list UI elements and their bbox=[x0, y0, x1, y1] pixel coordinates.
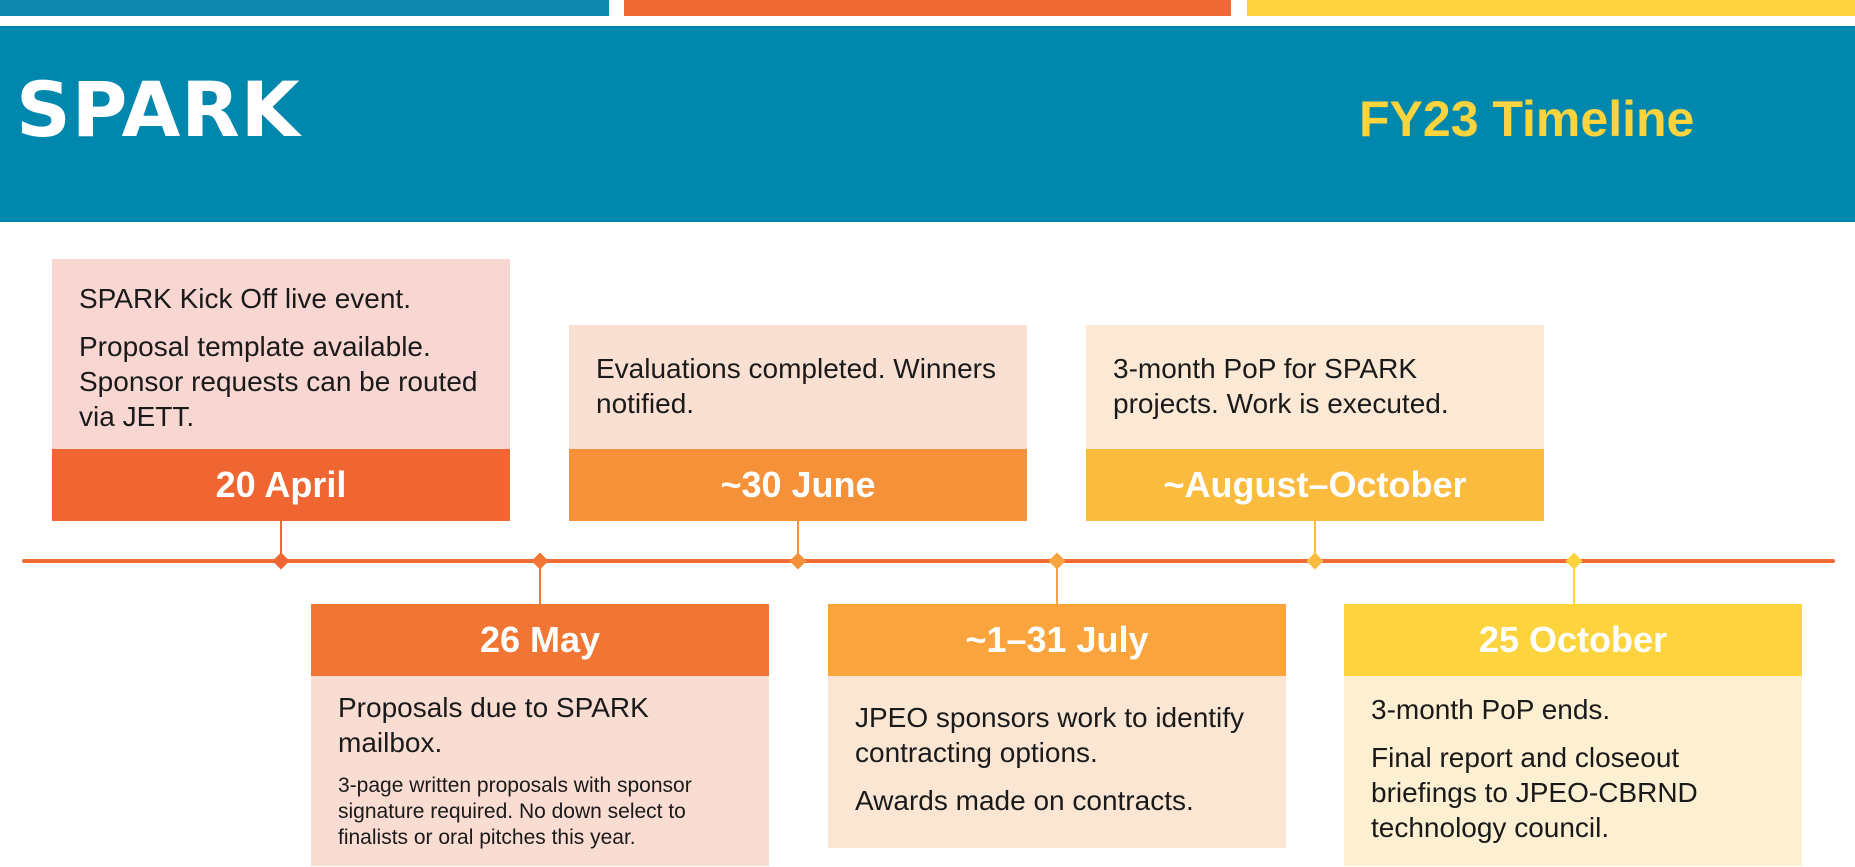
milestone-5-date: 25 October bbox=[1344, 604, 1802, 676]
spark-logo: SPARK bbox=[16, 65, 301, 154]
milestone-3-line-1: Awards made on contracts. bbox=[855, 785, 1194, 816]
milestone-1-line-0: Proposals due to SPARK mailbox. bbox=[338, 692, 649, 758]
connector-4 bbox=[1314, 521, 1316, 561]
page-title: FY23 Timeline bbox=[1359, 91, 1695, 147]
timeline-marker-3 bbox=[1048, 552, 1066, 570]
milestone-3-date: ~1–31 July bbox=[828, 604, 1286, 676]
timeline-axis bbox=[22, 559, 1835, 563]
milestone-card-2: Evaluations completed. Winners notified.… bbox=[569, 325, 1027, 521]
milestone-card-1: 26 May Proposals due to SPARK mailbox. 3… bbox=[311, 604, 769, 866]
milestone-2-date: ~30 June bbox=[569, 449, 1027, 521]
milestone-4-line-0: 3-month PoP for SPARK projects. Work is … bbox=[1113, 353, 1449, 419]
connector-3 bbox=[1056, 561, 1058, 604]
connector-5 bbox=[1573, 561, 1575, 604]
milestone-card-3: ~1–31 July JPEO sponsors work to identif… bbox=[828, 604, 1286, 848]
top-stripe-orange bbox=[624, 0, 1231, 16]
milestone-card-4: 3-month PoP for SPARK projects. Work is … bbox=[1086, 325, 1544, 521]
timeline-marker-2 bbox=[789, 552, 807, 570]
connector-1 bbox=[539, 561, 541, 604]
milestone-3-line-0: JPEO sponsors work to identify contracti… bbox=[855, 702, 1245, 768]
top-stripe-yellow bbox=[1247, 0, 1855, 16]
milestone-card-0: SPARK Kick Off live event. Proposal temp… bbox=[52, 259, 510, 521]
timeline-marker-1 bbox=[531, 552, 549, 570]
header-banner: SPARK FY23 Timeline bbox=[0, 26, 1855, 222]
connector-0 bbox=[280, 521, 282, 561]
milestone-0-date: 20 April bbox=[52, 449, 510, 521]
timeline-marker-5 bbox=[1565, 552, 1583, 570]
timeline-marker-4 bbox=[1306, 552, 1324, 570]
milestone-5-line-0: 3-month PoP ends. bbox=[1371, 694, 1611, 725]
milestone-2-line-0: Evaluations completed. Winners notified. bbox=[596, 353, 996, 419]
milestone-card-5: 25 October 3-month PoP ends. Final repor… bbox=[1344, 604, 1802, 866]
connector-2 bbox=[797, 521, 799, 561]
milestone-4-date: ~August–October bbox=[1086, 449, 1544, 521]
milestone-5-line-1: Final report and closeout briefings to J… bbox=[1371, 742, 1698, 843]
top-stripe-blue bbox=[0, 0, 609, 16]
milestone-1-note: 3-page written proposals with sponsor si… bbox=[338, 774, 692, 849]
milestone-1-date: 26 May bbox=[311, 604, 769, 676]
milestone-0-line-1: Proposal template available. Sponsor req… bbox=[79, 331, 478, 432]
milestone-0-line-0: SPARK Kick Off live event. bbox=[79, 283, 411, 314]
timeline-marker-0 bbox=[272, 552, 290, 570]
